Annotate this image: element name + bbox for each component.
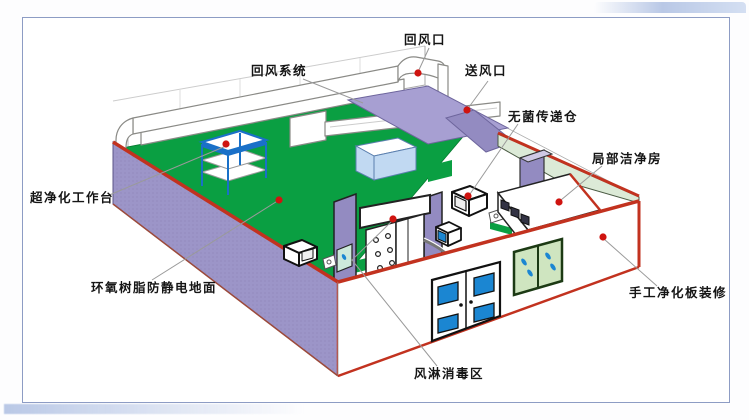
wall-ledge-box <box>283 239 318 267</box>
leader-return-air-system <box>302 78 364 104</box>
leader-supply-air-outlet <box>468 80 489 108</box>
supply-filter-box <box>289 110 327 148</box>
floor-patch <box>490 222 512 235</box>
label-local-cleanroom: 局部洁净房 <box>592 151 663 166</box>
sterile-transfer-chamber-box <box>451 185 488 217</box>
marker-dot-air-shower-zone <box>389 215 397 223</box>
leader-return-air-outlet <box>417 47 430 73</box>
back-wall-red-trim <box>497 131 640 198</box>
glass-equipment-box <box>354 137 418 181</box>
transfer-window-box <box>435 221 462 247</box>
label-handmade-cleanroom-panel: 手工净化板装修 <box>629 285 728 300</box>
marker-dot-return-air-outlet <box>414 69 422 77</box>
air-shower-room <box>333 190 464 298</box>
door-handle <box>459 303 463 307</box>
leader-ultraclean-workbench <box>106 145 227 197</box>
marker-dot-handmade-panel <box>599 233 607 241</box>
air-shower-header <box>359 193 431 230</box>
label-sterile-transfer-chamber: 无菌传递仓 <box>508 109 579 124</box>
marker-dot-epoxy-floor <box>275 196 283 204</box>
cleanroom-windows <box>500 199 530 226</box>
label-return-air-system: 回风系统 <box>251 63 308 78</box>
front-wall-window <box>512 237 564 297</box>
door-glass-panes <box>437 272 495 334</box>
wall-red-trim <box>337 199 640 284</box>
nozzle-holes <box>373 233 396 272</box>
window-glare-marks <box>521 252 556 277</box>
label-air-shower-disinfection-zone: 风淋消毒区 <box>414 366 485 381</box>
leader-sterile-transfer-chamber <box>469 123 519 195</box>
page-accent-streak-bottom <box>4 404 304 414</box>
label-epoxy-antistatic-floor: 环氧树脂防静电地面 <box>91 280 218 295</box>
label-supply-air-outlet: 送风口 <box>465 63 508 78</box>
leader-lines <box>106 47 658 367</box>
ultraclean-workbench <box>198 129 270 195</box>
label-ultraclean-workbench: 超净化工作台 <box>30 190 115 205</box>
leader-epoxy-floor <box>151 199 280 281</box>
leader-local-cleanroom <box>560 165 603 201</box>
marker-dot-local-cleanroom <box>555 198 563 206</box>
leader-air-shower-zone <box>351 221 438 367</box>
page-accent-streak-top <box>594 2 746 13</box>
marker-dot-supply-air-outlet <box>463 106 471 114</box>
marker-dot-ultraclean-workbench <box>222 140 230 148</box>
double-entry-door <box>430 260 502 343</box>
marker-dot-sterile-transfer-chamber <box>464 192 472 200</box>
leader-handmade-panel <box>603 238 658 287</box>
floor-patch <box>428 160 452 182</box>
door-handle <box>469 300 473 304</box>
label-return-air-outlet: 回风口 <box>404 32 447 47</box>
marker-dots <box>222 69 607 241</box>
